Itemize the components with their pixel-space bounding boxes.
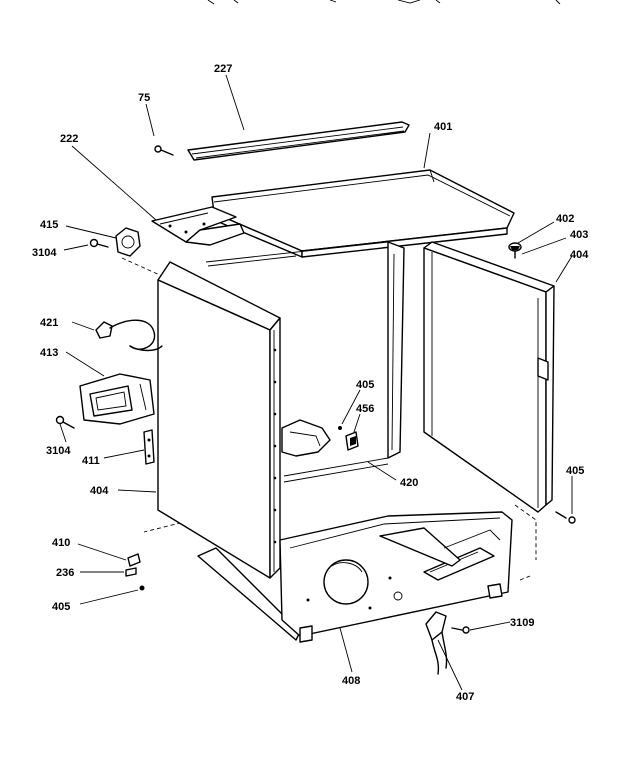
label-411: 411 [82, 455, 100, 467]
assembly-dashed-lines [121, 257, 537, 581]
label-402: 402 [556, 213, 574, 225]
label-401: 401 [434, 121, 452, 133]
label-456: 456 [356, 403, 374, 415]
label-236: 236 [56, 567, 74, 579]
label-405-right: 405 [566, 465, 584, 477]
label-408: 408 [342, 675, 360, 687]
part-410-leveling-leg [127, 553, 141, 567]
part-405-screw-lower-left [139, 585, 145, 591]
part-222-rear-bracket [151, 206, 245, 246]
label-407: 407 [456, 691, 474, 703]
part-420-base-strip [283, 457, 389, 483]
part-236-nut [125, 567, 137, 577]
part-404-right-side-panel [423, 241, 555, 513]
back-panel [205, 241, 405, 459]
part-3104-screw-lower [55, 415, 75, 429]
part-408-base [197, 511, 513, 643]
part-401-top-cover [211, 169, 515, 258]
part-415-cover-plate [115, 227, 141, 257]
label-3104-lower: 3104 [46, 445, 71, 457]
label-404-right: 404 [570, 249, 589, 261]
label-404-left: 404 [90, 485, 109, 497]
part-75-screw [154, 145, 174, 156]
top-edge-fragments [207, 0, 561, 5]
leader-lines [59, 74, 573, 691]
label-405-lower-left: 405 [52, 601, 70, 613]
label-3109: 3109 [510, 617, 534, 629]
label-420: 420 [400, 477, 418, 489]
label-403: 403 [570, 229, 588, 241]
label-227: 227 [214, 63, 232, 75]
label-421: 421 [40, 317, 58, 329]
label-75: 75 [138, 92, 150, 104]
part-404-left-side-panel [157, 261, 281, 579]
part-402-latch [508, 242, 522, 252]
part-3109-screw [451, 626, 470, 634]
part-421-power-cord [95, 319, 163, 352]
internal-duct [281, 419, 331, 457]
part-413-terminal-cover [79, 373, 155, 425]
part-227-top-trim-strip [187, 121, 410, 161]
part-3104-screw-upper [89, 238, 109, 248]
part-456-clip [345, 431, 359, 451]
label-410: 410 [52, 537, 70, 549]
label-415: 415 [40, 219, 58, 231]
part-labels: 227 75 401 222 415 3104 402 403 404 421 … [32, 63, 589, 703]
part-405-screw-back [338, 426, 342, 430]
label-405-back: 405 [356, 379, 374, 391]
part-411-strap [143, 429, 155, 465]
label-222: 222 [60, 133, 78, 145]
part-407-bracket [425, 611, 448, 675]
part-405-screw-right [555, 511, 576, 524]
label-413: 413 [40, 347, 58, 359]
label-3104-upper: 3104 [32, 247, 57, 259]
